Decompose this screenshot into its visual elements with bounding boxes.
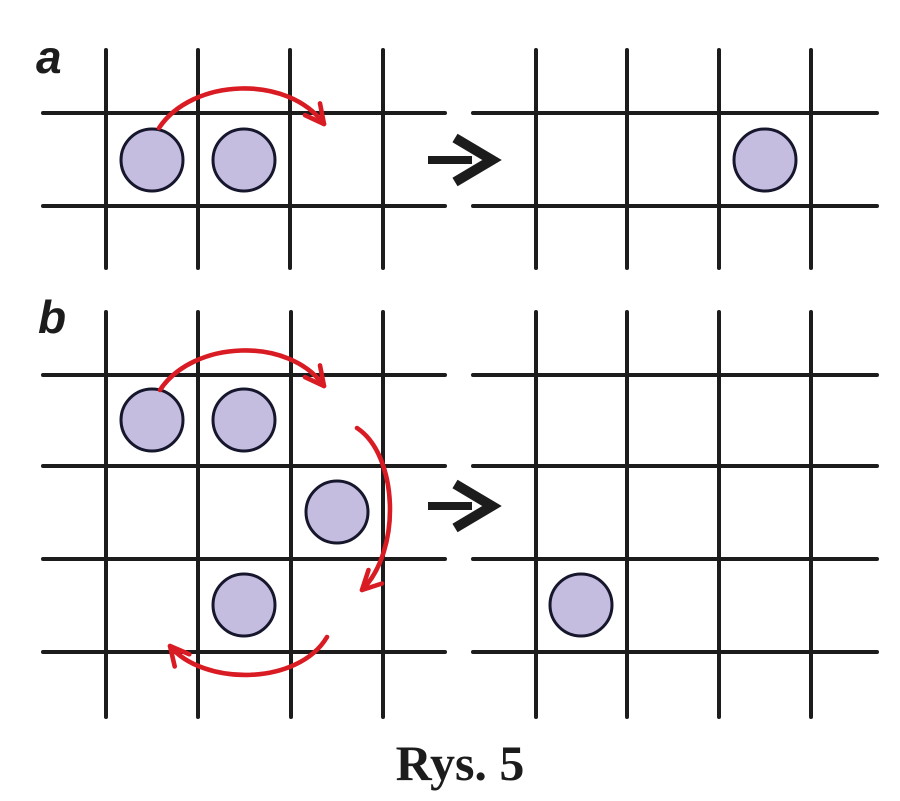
panel-b-after-peg bbox=[548, 572, 614, 638]
panel-b-jump-arrowhead-icon bbox=[359, 567, 385, 593]
panel-b-before-peg bbox=[211, 572, 277, 638]
panel-b-before-peg bbox=[304, 479, 370, 545]
panel-b-jump-arrowhead-icon bbox=[302, 363, 327, 389]
panel-a-after-peg bbox=[732, 127, 798, 193]
panel-a-transform-arrow-head-icon bbox=[452, 133, 502, 187]
panel-b-before-peg bbox=[119, 387, 185, 453]
diagram-shapes bbox=[41, 48, 879, 719]
panel-b-transform-arrow-head-icon bbox=[452, 479, 502, 533]
panel-b-label: b bbox=[38, 291, 66, 343]
panel-a-before-peg bbox=[119, 127, 185, 193]
panel-a-label: a bbox=[36, 31, 62, 83]
panel-b-jump-arrowhead-icon bbox=[167, 643, 192, 669]
panel-a-jump-arc bbox=[156, 86, 327, 131]
panel-b-jump-arc bbox=[167, 634, 330, 678]
panel-b-jump-arc bbox=[354, 425, 393, 593]
panel-a-jump-arrowhead-icon bbox=[302, 101, 327, 127]
panel-b-jump-arc bbox=[157, 348, 327, 393]
panel-b-before-peg bbox=[211, 387, 277, 453]
figure-caption: Rys. 5 bbox=[396, 735, 525, 791]
panel-a-before-peg bbox=[211, 127, 277, 193]
